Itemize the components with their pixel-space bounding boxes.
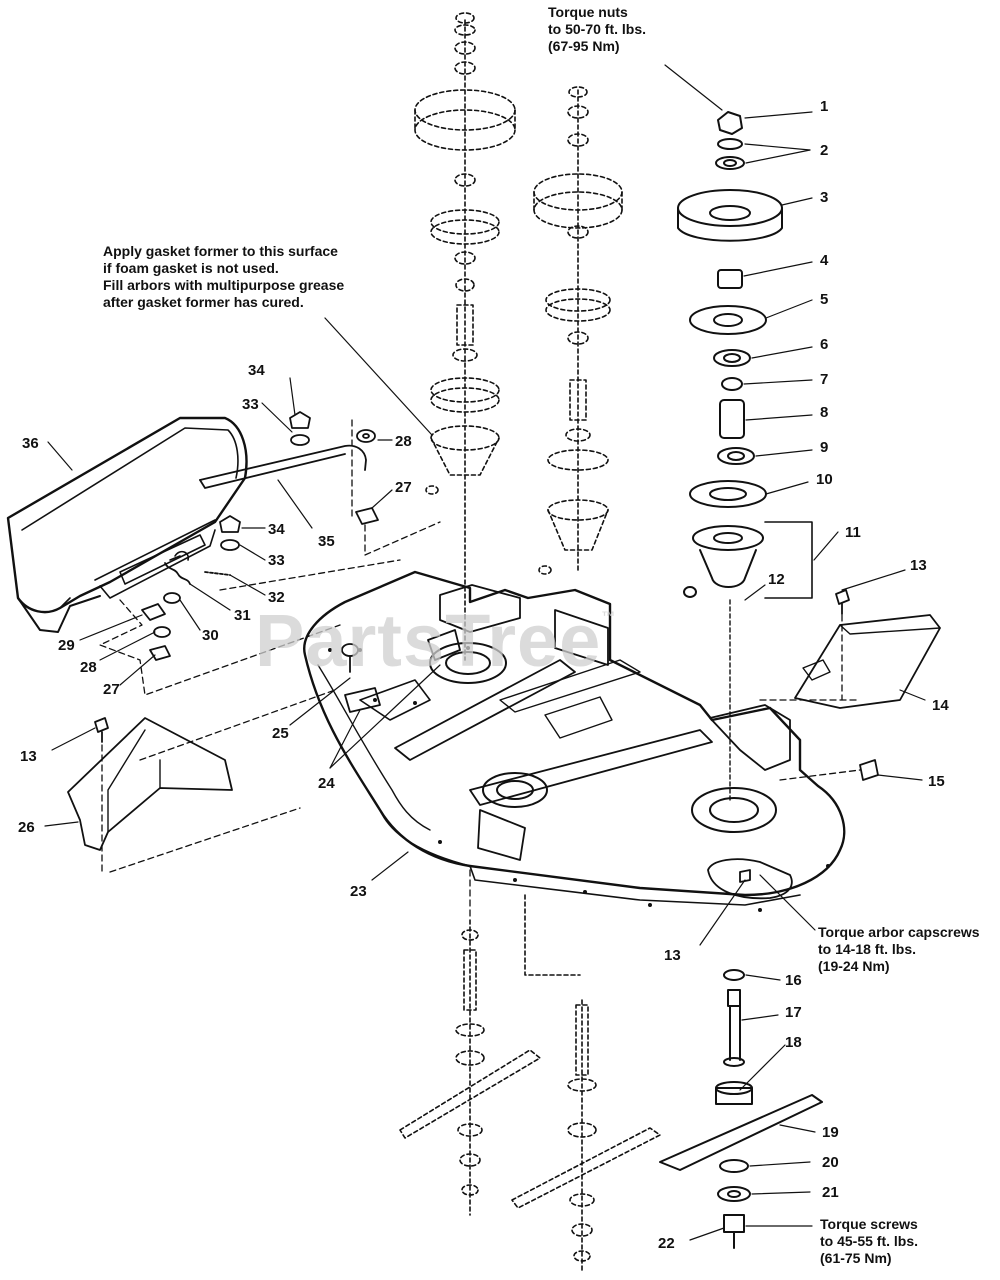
callout-22: 22: [658, 1235, 675, 1252]
callout-7: 7: [820, 371, 829, 388]
callout-27-left: 27: [103, 681, 120, 698]
callout-24: 24: [318, 775, 335, 792]
callout-11: 11: [845, 524, 861, 541]
callout-bracket: [764, 521, 813, 599]
callout-35: 35: [318, 533, 335, 550]
callout-8: 8: [820, 404, 829, 421]
callout-4: 4: [820, 252, 829, 269]
left-spindle-stack: [414, 12, 516, 661]
callout-18: 18: [785, 1034, 802, 1051]
callout-33-top: 33: [242, 396, 259, 413]
callout-10: 10: [816, 471, 833, 488]
callout-36: 36: [22, 435, 39, 452]
leader-lines: [44, 64, 926, 1241]
callout-13-bottom: 13: [664, 947, 681, 964]
callout-5: 5: [820, 291, 829, 308]
callout-13-left: 13: [20, 748, 37, 765]
callout-23: 23: [350, 883, 367, 900]
alignment-lines: [99, 419, 861, 921]
right-spindle-parts: [659, 111, 823, 1249]
callout-26: 26: [18, 819, 35, 836]
callout-3: 3: [820, 189, 829, 206]
callout-33-mid: 33: [268, 552, 285, 569]
callout-32: 32: [268, 589, 285, 606]
callout-29: 29: [58, 637, 75, 654]
discharge-chute: [6, 416, 248, 633]
callout-21: 21: [822, 1184, 839, 1201]
partstree-watermark: PartsTree™: [255, 599, 617, 682]
callout-25: 25: [272, 725, 289, 742]
callout-31: 31: [234, 607, 251, 624]
callout-12: 12: [768, 571, 785, 588]
callout-30: 30: [202, 627, 219, 644]
hardware: [67, 411, 941, 883]
callout-14: 14: [932, 697, 949, 714]
callout-28-left: 28: [80, 659, 97, 676]
callout-6: 6: [820, 336, 829, 353]
callout-13-right: 13: [910, 557, 927, 574]
callout-2: 2: [820, 142, 829, 159]
callout-15: 15: [928, 773, 945, 790]
mower-deck-housing: [303, 570, 846, 912]
callout-16: 16: [785, 972, 802, 989]
center-spindle-stack: [533, 86, 623, 575]
callout-17: 17: [785, 1004, 802, 1021]
callout-1: 1: [820, 98, 829, 115]
callout-34-top: 34: [248, 362, 265, 379]
callout-19: 19: [822, 1124, 839, 1141]
callout-9: 9: [820, 439, 829, 456]
callout-20: 20: [822, 1154, 839, 1171]
lower-blade-stacks: [399, 894, 661, 1271]
callout-28-top: 28: [395, 433, 412, 450]
callout-27-top: 27: [395, 479, 412, 496]
callout-34-mid: 34: [268, 521, 285, 538]
